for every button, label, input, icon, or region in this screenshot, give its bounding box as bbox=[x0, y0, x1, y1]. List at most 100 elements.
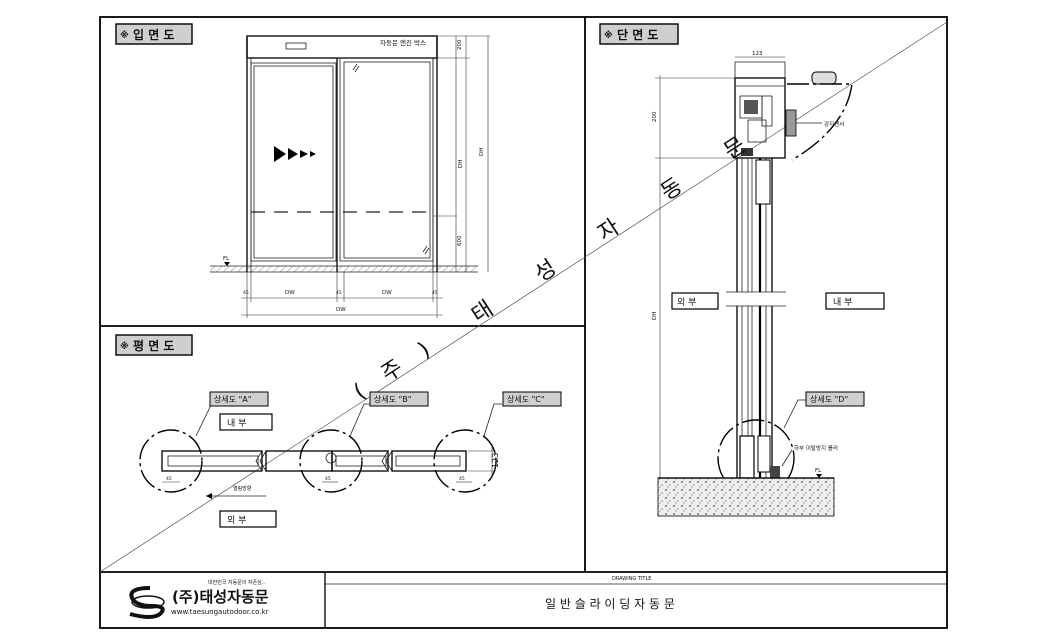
elevation-dim-total: DW bbox=[336, 307, 346, 313]
section-title-marker: ※ bbox=[604, 30, 613, 41]
drawing-title-label: DRAWING TITLE bbox=[612, 576, 651, 582]
sheet-border bbox=[99, 16, 948, 629]
plan-fixed-leaf-a-glass bbox=[335, 455, 387, 467]
section-bottom-guide bbox=[739, 435, 755, 479]
detail-d-tag bbox=[805, 391, 865, 407]
plan-title-marker: ※ bbox=[120, 341, 129, 352]
leader-c bbox=[483, 403, 502, 437]
detail-d-label: 상세도 "D" bbox=[810, 394, 848, 404]
detail-a-tag bbox=[209, 391, 269, 407]
plan-fixed-leaf-b-glass bbox=[395, 455, 461, 467]
section-bottom-rail bbox=[757, 435, 771, 473]
plan-open-direction-arrowhead bbox=[206, 493, 212, 499]
plan-fixed-leaf-a bbox=[331, 450, 389, 472]
section-rail bbox=[741, 148, 753, 156]
watermark-text: (주) 태 성 자 동 문 bbox=[350, 120, 771, 405]
plan-dim-c: 45 bbox=[459, 476, 465, 482]
company-url: www.taesungautodoor.co.kr bbox=[171, 608, 269, 616]
plan-fixed-leaf-b bbox=[391, 450, 467, 472]
company-slogan: 대한민국 자동문의 자존심.. bbox=[208, 579, 265, 586]
elevation-dim-right-2: DH bbox=[479, 148, 485, 156]
section-roller bbox=[770, 466, 780, 478]
elevation-dim-small-2: 45 bbox=[336, 290, 342, 296]
section-roller-leader bbox=[781, 449, 793, 467]
section-title-tag: ※ 단 면 도 bbox=[599, 23, 679, 45]
detail-c-label: 상세도 "C" bbox=[507, 394, 545, 404]
elevation-title-tag: ※ 입 면 도 bbox=[115, 23, 193, 45]
section-outside-label: 외 부 bbox=[677, 296, 696, 308]
detail-circle-b bbox=[299, 429, 363, 493]
detail-c-tag bbox=[502, 391, 562, 407]
fixed-leaf bbox=[339, 57, 434, 262]
plan-outside-label: 외 부 bbox=[227, 514, 246, 526]
plan-inside-tag bbox=[219, 413, 273, 431]
plan-drawing: 상세도 "A" 상세도 "B" 상세도 "C" 내 부 외 부 열림방향 45 … bbox=[139, 391, 562, 528]
plan-dim-depth: 123 bbox=[491, 453, 500, 468]
section-sensor-body bbox=[811, 71, 837, 85]
section-outside-tag bbox=[671, 292, 719, 310]
glass-mark-3 bbox=[422, 245, 428, 253]
plan-break-c bbox=[381, 450, 389, 472]
glass-mark-1 bbox=[352, 63, 358, 71]
detail-b-label: 상세도 "B" bbox=[374, 394, 411, 404]
diagonal-watermark-line bbox=[99, 21, 948, 573]
moving-leaf bbox=[250, 62, 337, 262]
moving-leaf-glass bbox=[253, 65, 334, 259]
plan-dim-b: 45 bbox=[325, 476, 331, 482]
detail-circle-c bbox=[433, 429, 497, 493]
plan-break-a bbox=[255, 450, 263, 472]
plan-dim-a: 45 bbox=[166, 476, 172, 482]
elevation-dim-w2: DW bbox=[382, 290, 392, 296]
section-dim-height-top: 200 bbox=[652, 111, 658, 122]
section-floor-marker bbox=[816, 474, 822, 478]
engine-box-badge bbox=[285, 42, 307, 50]
plan-title-tag: ※ 평 면 도 bbox=[115, 334, 193, 356]
fixed-leaf-glass bbox=[343, 61, 431, 259]
plan-break-b bbox=[259, 450, 267, 472]
detail-a-label: 상세도 "A" bbox=[214, 394, 251, 404]
engine-box-label: 자동문 엔진 박스 bbox=[380, 38, 426, 47]
drawing-title: 일 반 슬 라 이 딩 자 동 문 bbox=[545, 597, 675, 611]
detail-circle-a bbox=[139, 429, 203, 493]
section-sensor-mount bbox=[785, 109, 797, 137]
plan-roller bbox=[325, 452, 337, 464]
plan-title: 평 면 도 bbox=[133, 338, 174, 353]
section-sensor-label: 감지센서 bbox=[824, 120, 844, 128]
section-header-cap bbox=[734, 61, 786, 78]
company-logo-icon bbox=[129, 586, 165, 619]
plan-moving-leaf-b bbox=[265, 450, 333, 472]
leader-d bbox=[783, 399, 806, 429]
section-drawing: 감지센서 123 200 DH 외 부 내 부 상세도 "D" bbox=[652, 51, 885, 517]
section-roller-label: 하부 이탈방지 롤러 bbox=[794, 444, 838, 452]
elevation-title-marker: ※ bbox=[120, 30, 129, 41]
section-dim-height: DH bbox=[652, 312, 658, 320]
section-sensor-arc bbox=[787, 83, 853, 161]
elevation-dim-small-1: 45 bbox=[243, 290, 249, 296]
section-ground bbox=[657, 477, 835, 517]
elevation-title: 입 면 도 bbox=[133, 27, 174, 42]
detail-b-tag bbox=[369, 391, 429, 407]
section-bracket bbox=[761, 95, 773, 127]
title-block: 대한민국 자동문의 자존심.. (주)태성자동문 www.taesungauto… bbox=[129, 576, 675, 619]
elevation-dim-top: 200 bbox=[457, 39, 463, 50]
section-inside-label: 내 부 bbox=[833, 297, 852, 308]
section-motor-body bbox=[744, 100, 758, 114]
plan-moving-leaf-a bbox=[167, 455, 259, 467]
elevation-drawing: 자동문 엔진 박스 FL bbox=[210, 35, 490, 318]
open-direction-arrows bbox=[274, 146, 316, 162]
section-door-rail bbox=[755, 159, 771, 205]
section-inside-tag bbox=[825, 292, 885, 310]
leader-b bbox=[349, 403, 374, 437]
floor-level-marker bbox=[224, 262, 230, 266]
plan-open-direction-label: 열림방향 bbox=[233, 485, 252, 492]
section-floor-level: FL bbox=[815, 468, 822, 474]
elevation-dim-bottom-right: 600 bbox=[457, 235, 463, 246]
section-dim-width: 123 bbox=[752, 51, 763, 57]
elevation-dim-right-1: DH bbox=[458, 160, 464, 168]
plan-break-d bbox=[385, 450, 393, 472]
section-hanger bbox=[747, 119, 767, 143]
glass-mark-4 bbox=[424, 247, 430, 255]
elevation-dim-w1: DW bbox=[285, 290, 295, 296]
plan-inside-label: 내 부 bbox=[227, 418, 246, 429]
